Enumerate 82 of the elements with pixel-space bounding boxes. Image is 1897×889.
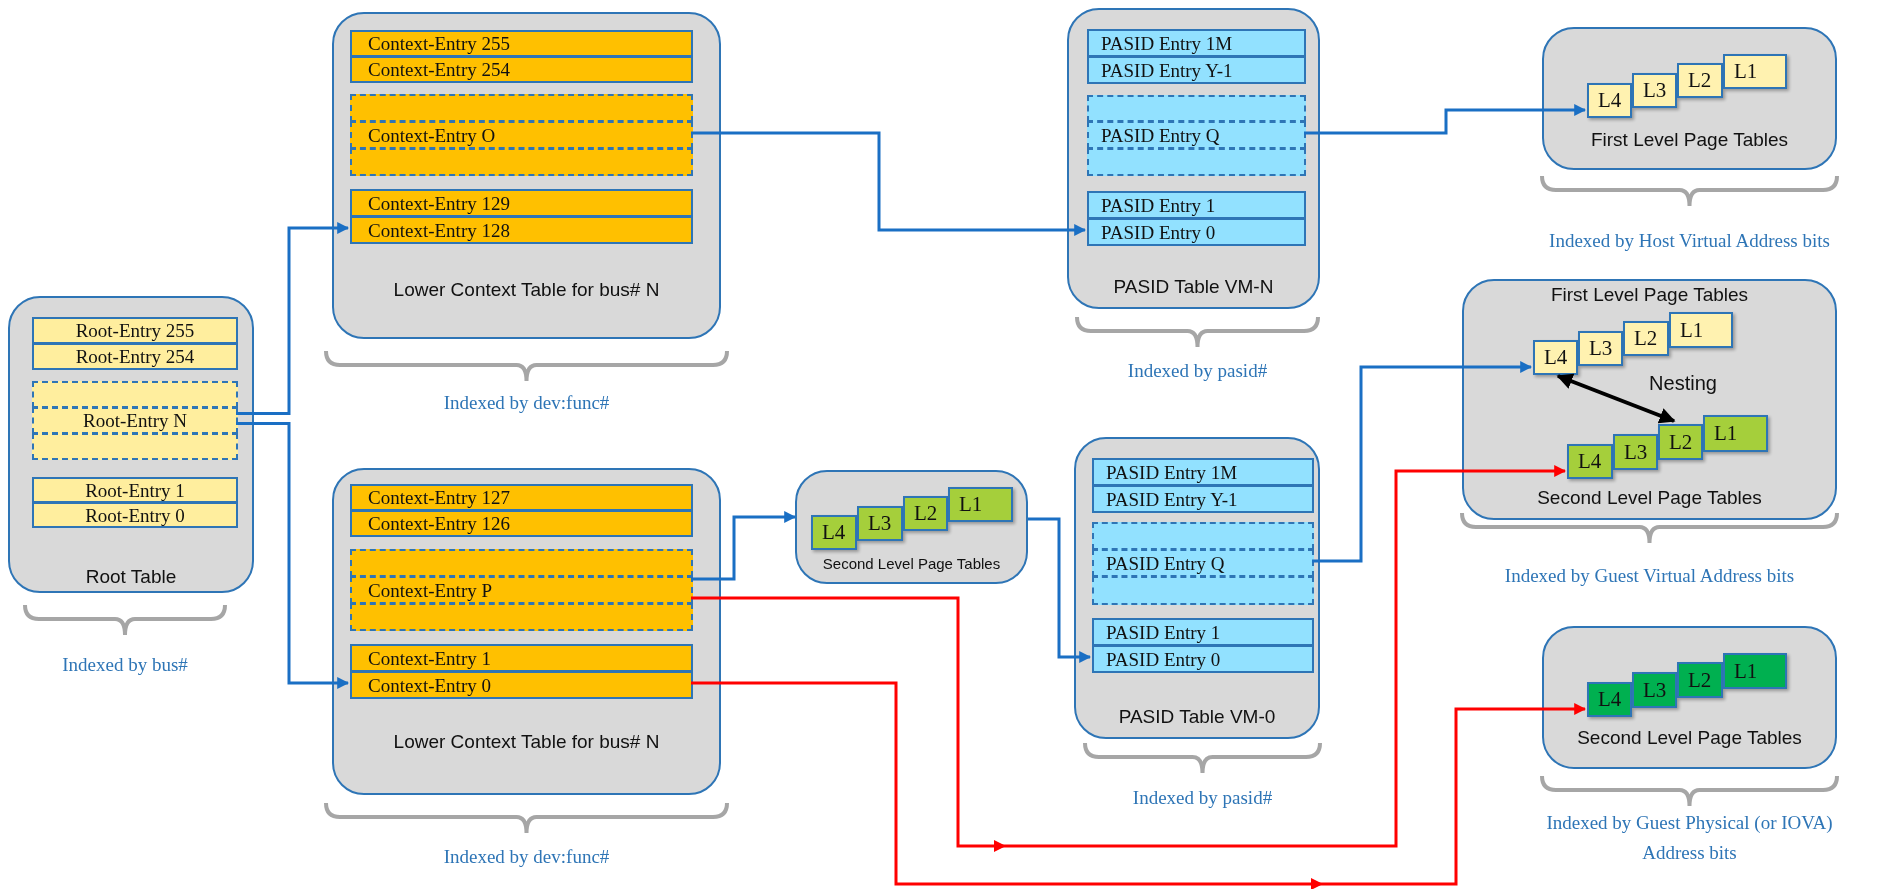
table-panel: [332, 12, 721, 339]
table-panel: [8, 296, 254, 593]
table-entry-row: Context-Entry 254: [350, 56, 693, 83]
page-table-tile: L3: [1632, 73, 1677, 108]
table-entry-row: Root-Entry N: [32, 407, 238, 434]
panel-title: PASID Table VM-N: [1112, 275, 1275, 299]
empty-entry-row: [1087, 148, 1306, 176]
empty-entry-row: [1092, 576, 1314, 605]
index-note: Indexed by dev:func#: [442, 391, 611, 415]
empty-entry-row: [350, 603, 693, 631]
empty-entry-row: [350, 94, 693, 122]
page-table-tile: L4: [1567, 444, 1613, 479]
index-note: Indexed by Host Virtual Address bits: [1548, 229, 1831, 253]
panel-title: Lower Context Table for bus# N: [392, 730, 661, 754]
page-table-tile: L2: [1677, 662, 1723, 698]
empty-entry-row: [350, 549, 693, 577]
page-table-tile: L1: [1723, 54, 1787, 89]
table-entry-row: PASID Entry 0: [1092, 645, 1314, 673]
table-entry-row: PASID Entry 1: [1092, 618, 1314, 646]
table-entry-row: Context-Entry 1: [350, 644, 693, 672]
table-entry-row: PASID Entry Q: [1087, 121, 1306, 149]
page-table-tile: L2: [1658, 424, 1703, 460]
page-table-tile: L2: [1623, 321, 1669, 356]
page-table-tile: L4: [1587, 682, 1632, 717]
panel-title: Second Level Page Tables: [1536, 486, 1763, 510]
table-entry-row: Context-Entry 0: [350, 671, 693, 699]
panel-title: Root Table: [84, 565, 178, 589]
page-table-tile: L2: [1677, 63, 1723, 98]
page-table-tile: L1: [948, 487, 1013, 522]
page-table-tile: L1: [1669, 312, 1733, 348]
index-note: Indexed by bus#: [61, 653, 189, 677]
table-entry-row: Root-Entry 0: [32, 502, 238, 528]
table-entry-row: Context-Entry 129: [350, 189, 693, 217]
panel-title: First Level Page Tables: [1589, 128, 1790, 152]
table-panel: [1074, 437, 1320, 739]
table-entry-row: Root-Entry 255: [32, 317, 238, 344]
table-entry-row: Context-Entry 255: [350, 30, 693, 57]
table-entry-row: Root-Entry 254: [32, 343, 238, 370]
page-table-tile: L3: [1578, 331, 1623, 366]
table-entry-row: Context-Entry 128: [350, 216, 693, 244]
table-panel: [332, 468, 721, 795]
index-note: Indexed by dev:func#: [442, 845, 611, 869]
table-entry-row: Context-Entry 127: [350, 484, 693, 511]
panel-title: Second Level Page Tables: [821, 554, 1002, 574]
table-entry-row: PASID Entry 1M: [1087, 29, 1306, 57]
page-table-panel: [1542, 626, 1837, 769]
table-entry-row: PASID Entry 1: [1087, 191, 1306, 219]
page-table-tile: L4: [1533, 340, 1578, 375]
table-entry-row: Context-Entry O: [350, 121, 693, 149]
page-table-panel: [795, 470, 1028, 584]
panel-title: Second Level Page Tables: [1576, 726, 1803, 750]
table-entry-row: PASID Entry Y-1: [1092, 485, 1314, 513]
table-panel: [1067, 8, 1320, 309]
page-table-tile: L1: [1703, 415, 1768, 452]
page-table-panel: [1542, 27, 1837, 170]
page-table-tile: L2: [903, 496, 948, 531]
page-table-tile: L3: [857, 506, 903, 541]
table-entry-row: PASID Entry Q: [1092, 549, 1314, 577]
empty-entry-row: [350, 148, 693, 176]
empty-entry-row: [32, 381, 238, 408]
panel-title: PASID Table VM-0: [1117, 705, 1277, 729]
empty-entry-row: [1087, 95, 1306, 122]
table-entry-row: PASID Entry 1M: [1092, 458, 1314, 486]
index-note: Indexed by Guest Physical (or IOVA) Address bits: [1545, 811, 1834, 865]
panel-title: Lower Context Table for bus# N: [392, 278, 661, 302]
index-note: Indexed by pasid#: [1131, 786, 1274, 810]
page-table-tile: L4: [1587, 83, 1632, 118]
page-table-panel: [1462, 279, 1837, 520]
index-note: Indexed by Guest Virtual Address bits: [1503, 564, 1796, 588]
panel-title: First Level Page Tables: [1549, 283, 1750, 307]
table-entry-row: Context-Entry P: [350, 576, 693, 604]
empty-entry-row: [1092, 522, 1314, 550]
table-entry-row: Root-Entry 1: [32, 477, 238, 503]
table-entry-row: Context-Entry 126: [350, 510, 693, 537]
page-table-tile: L3: [1632, 672, 1677, 708]
page-table-tile: L4: [811, 515, 857, 550]
table-entry-row: PASID Entry Y-1: [1087, 56, 1306, 84]
page-table-tile: L1: [1723, 653, 1787, 689]
page-table-tile: L3: [1613, 434, 1658, 470]
empty-entry-row: [32, 433, 238, 460]
index-note: Indexed by pasid#: [1126, 359, 1269, 383]
table-entry-row: PASID Entry 0: [1087, 218, 1306, 246]
